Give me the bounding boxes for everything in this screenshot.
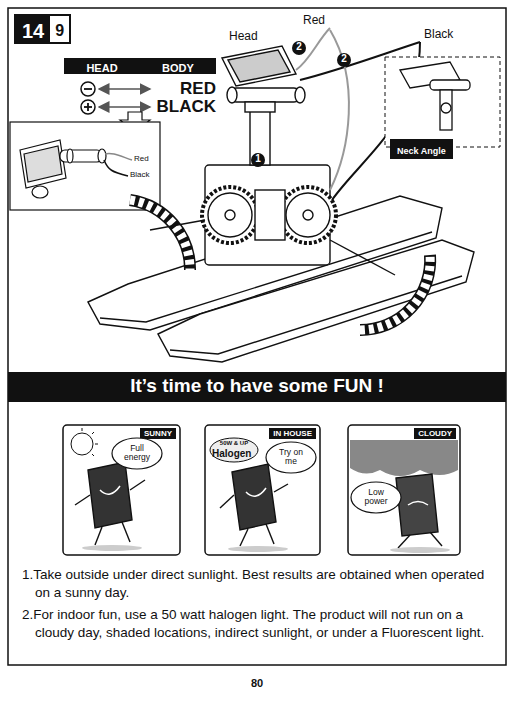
wire-label: Black bbox=[130, 170, 150, 179]
speech-bubble: Try on me bbox=[265, 441, 317, 474]
instruction: 2.For indoor fun, use a 50 watt halogen … bbox=[22, 606, 500, 641]
instruction: 1.Take outside under direct sunlight. Be… bbox=[22, 566, 500, 601]
wire-label: Red bbox=[303, 14, 325, 28]
speech-bubble: Low power bbox=[350, 481, 402, 514]
inset-tag: Neck Angle bbox=[390, 139, 453, 159]
step-badge: 149 bbox=[14, 14, 71, 44]
node-text: Full energy bbox=[119, 444, 155, 463]
node-text: 9 bbox=[50, 16, 69, 42]
lamp-label: Halogen bbox=[212, 448, 251, 460]
node-text: Neck Angle bbox=[397, 146, 446, 156]
panel: CLOUDY Low power bbox=[348, 425, 460, 555]
node-text: HEAD bbox=[86, 60, 117, 76]
node-text: CLOUDY bbox=[414, 428, 456, 439]
node-text: SUNNY bbox=[140, 428, 176, 439]
header-cell: BODY bbox=[140, 58, 216, 74]
node-text: Try on me bbox=[273, 448, 309, 467]
part-label: Head bbox=[229, 30, 258, 44]
speech-bubble: Full energy bbox=[111, 437, 163, 470]
lamp-label: 50W & UP bbox=[214, 440, 254, 447]
banner-title: It’s time to have some FUN ! bbox=[8, 375, 506, 397]
header-cell: HEAD bbox=[64, 58, 140, 74]
node-text: IN HOUSE bbox=[269, 428, 316, 439]
wire-label: Red bbox=[134, 154, 149, 163]
node-text: 14 bbox=[16, 16, 50, 42]
callout-number: 2 bbox=[338, 53, 350, 65]
panel: SUNNY Full energy bbox=[63, 425, 180, 555]
wire-label: Black bbox=[424, 28, 453, 42]
node-text: BODY bbox=[162, 60, 194, 76]
page-number: 80 bbox=[227, 677, 287, 690]
polarity-label: BLACK bbox=[146, 97, 216, 117]
callout-number: 1 bbox=[252, 153, 264, 165]
polarity-label: RED bbox=[146, 79, 216, 99]
node-text: Low power bbox=[358, 488, 394, 507]
callout-number: 2 bbox=[293, 41, 305, 53]
